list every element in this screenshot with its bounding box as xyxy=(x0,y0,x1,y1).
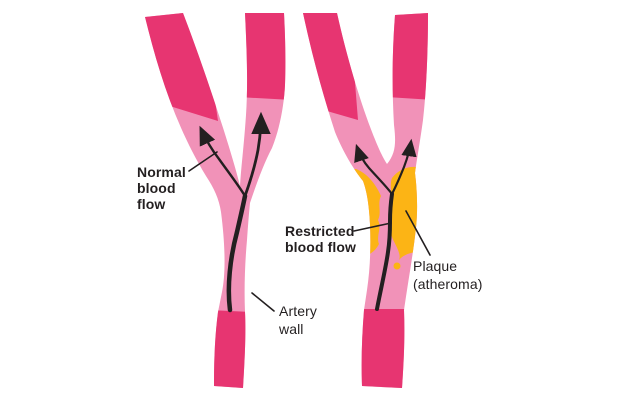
normal-flow-left-arrow xyxy=(199,125,247,198)
normal-flow-stem-line xyxy=(226,193,248,313)
restricted-flow-left-arrow xyxy=(354,143,394,196)
restricted-flow-stem-line xyxy=(375,192,394,311)
leader-artery-wall xyxy=(251,292,275,312)
normal-artery-upper-right-segment xyxy=(238,13,286,100)
label-normal-blood-flow: Normal blood flow xyxy=(137,164,186,212)
leader-normal-blood-flow xyxy=(188,151,218,172)
restricted-flow-right-arrow xyxy=(390,138,417,196)
label-artery-wall: Artery wall xyxy=(279,303,317,337)
label-restricted-blood-flow: Restricted blood flow xyxy=(285,223,356,255)
normal-flow-right-arrow xyxy=(243,111,271,198)
normal-artery-upper-left-segment xyxy=(145,13,218,121)
normal-artery-lower-segment xyxy=(208,310,252,388)
narrowed-artery-lower-segment xyxy=(355,309,408,388)
narrowed-artery-upper-left-segment xyxy=(303,13,358,120)
label-plaque-atheroma: Plaque (atheroma) xyxy=(413,258,483,292)
leader-restricted-blood-flow xyxy=(353,222,392,232)
narrowed-artery-cut-ends xyxy=(303,13,428,388)
plaque-blob-small xyxy=(393,262,401,270)
narrowed-artery-upper-right-segment xyxy=(386,13,428,100)
leader-plaque xyxy=(405,210,431,256)
narrowed-artery-illustration xyxy=(303,13,428,388)
